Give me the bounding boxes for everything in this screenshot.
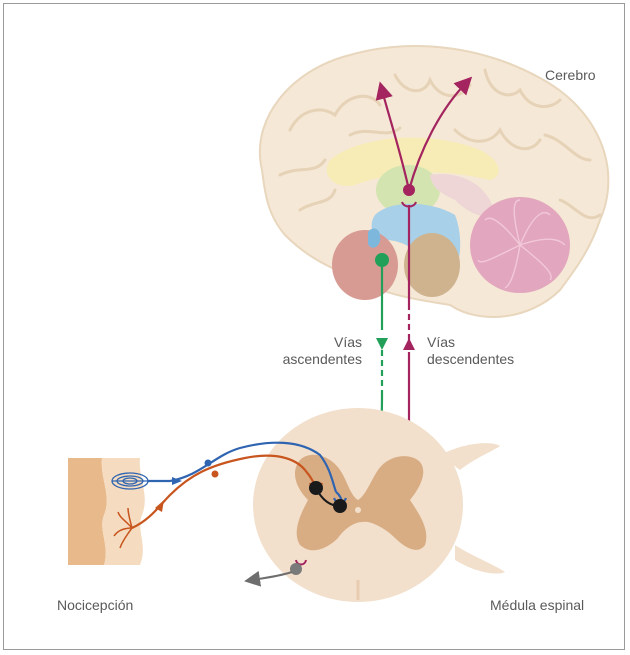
mechanoreceptor [112, 473, 148, 489]
brain [260, 46, 608, 317]
ascending-pathway-label: Vías ascendentes [262, 334, 362, 368]
ventral-horn-neuron [290, 563, 302, 575]
central-canal [355, 507, 361, 513]
pons [404, 233, 460, 297]
spinal-cord-label: Médula espinal [490, 597, 584, 614]
ascending-synapse-brain [375, 253, 389, 267]
skin-tissue [68, 458, 148, 565]
descending-synapse-brain [403, 184, 415, 196]
orange-fiber-node [212, 471, 219, 478]
descending-arrowhead-up [403, 338, 415, 350]
skin-strip [68, 458, 107, 565]
temporal-lobe [332, 230, 398, 300]
nociception-label: Nocicepción [57, 597, 133, 614]
spinal-root-right-lower [455, 545, 505, 574]
descending-pathway-label: Vías descendentes [427, 334, 514, 368]
brain-label: Cerebro [545, 67, 596, 84]
ascending-arrowhead-down [376, 338, 388, 350]
blue-fiber-node [205, 460, 212, 467]
efferent-fiber [252, 572, 292, 580]
